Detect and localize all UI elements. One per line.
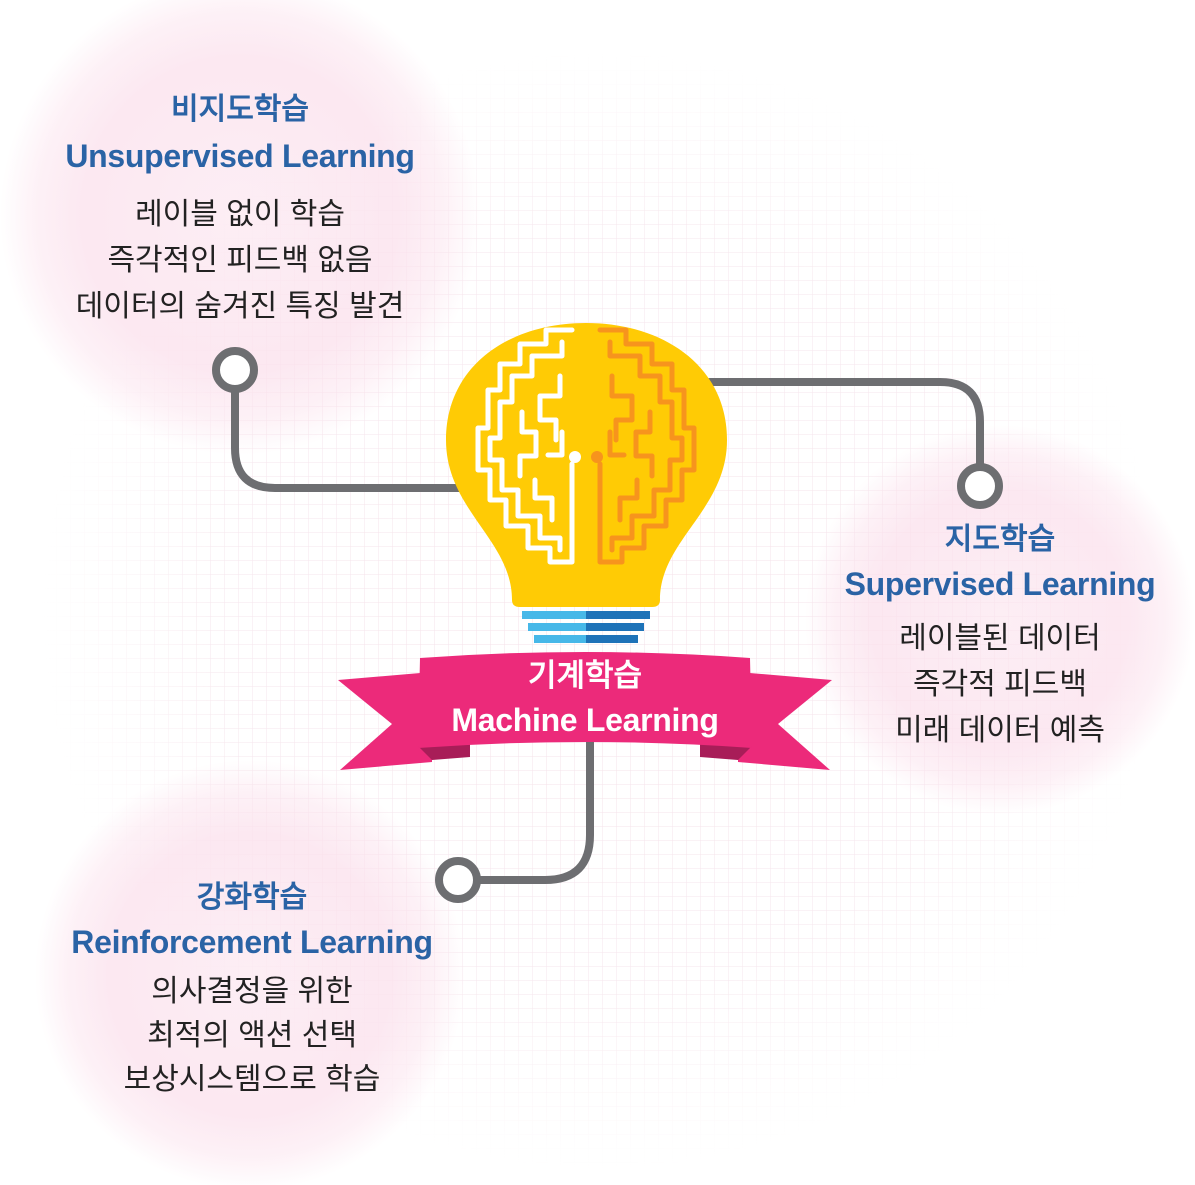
reinforcement-desc-line: 보상시스템으로 학습 [123,1063,381,1096]
supervised-title-en: Supervised Learning [844,566,1156,602]
bulb-base [522,611,650,643]
unsupervised-glow-circle [0,0,480,455]
brain-icon [475,327,697,565]
brain-right-dot [591,451,603,463]
connector-supervised [706,378,984,470]
supervised-desc-line: 레이블된 데이터 [899,622,1101,655]
supervised-title-ko: 지도학습 [944,523,1056,556]
unsupervised-title-en: Unsupervised Learning [65,138,415,174]
reinforcement-description: 의사결정을 위한 최적의 액션 선택 보상시스템으로 학습 [22,970,482,1102]
unsupervised-desc-line: 레이블 없이 학습 [135,198,345,231]
machine-learning-label: 기계학습 Machine Learning [400,656,770,744]
supervised-description: 레이블된 데이터 즉각적 피드백 미래 데이터 예측 [805,616,1195,754]
center-title-en: Machine Learning [451,702,719,738]
ribbon-main [418,652,752,748]
ribbon-left-tail [338,672,432,770]
node-reinforcement [435,857,481,903]
reinforcement-desc-line: 최적의 액션 선택 [147,1019,357,1052]
brain-right-hemisphere [597,327,697,565]
brain-left-dot [569,451,581,463]
unsupervised-learning-group: 비지도학습 Unsupervised Learning 레이블 없이 학습 즉각… [10,90,470,330]
brain-left-hemisphere [475,327,575,565]
reinforcement-desc-line: 의사결정을 위한 [151,975,353,1008]
connector-unsupervised [231,388,464,492]
reinforcement-title-en: Reinforcement Learning [71,924,433,960]
node-unsupervised [212,347,258,393]
node-supervised [957,463,1003,509]
lightbulb-icon [446,323,727,643]
ribbon-right-tail [738,672,832,770]
bulb-glass [446,323,727,607]
unsupervised-desc-line: 데이터의 숨겨진 특징 발견 [75,290,405,323]
connectors [231,378,984,884]
ribbon-banner [338,652,832,770]
reinforcement-glow-circle [35,760,465,1185]
supervised-desc-line: 즉각적 피드백 [913,668,1087,701]
unsupervised-desc-line: 즉각적인 피드백 없음 [107,244,373,277]
supervised-desc-line: 미래 데이터 예측 [895,714,1105,747]
connector-reinforcement [476,696,594,884]
reinforcement-title-ko: 강화학습 [196,881,308,914]
unsupervised-title-ko: 비지도학습 [171,93,309,126]
center-title-ko: 기계학습 [527,658,643,693]
supervised-learning-group: 지도학습 Supervised Learning 레이블된 데이터 즉각적 피드… [805,520,1195,754]
unsupervised-description: 레이블 없이 학습 즉각적인 피드백 없음 데이터의 숨겨진 특징 발견 [10,192,470,330]
supervised-glow-circle [805,425,1195,815]
connector-nodes [212,347,1003,903]
reinforcement-learning-group: 강화학습 Reinforcement Learning 의사결정을 위한 최적의… [22,878,482,1102]
